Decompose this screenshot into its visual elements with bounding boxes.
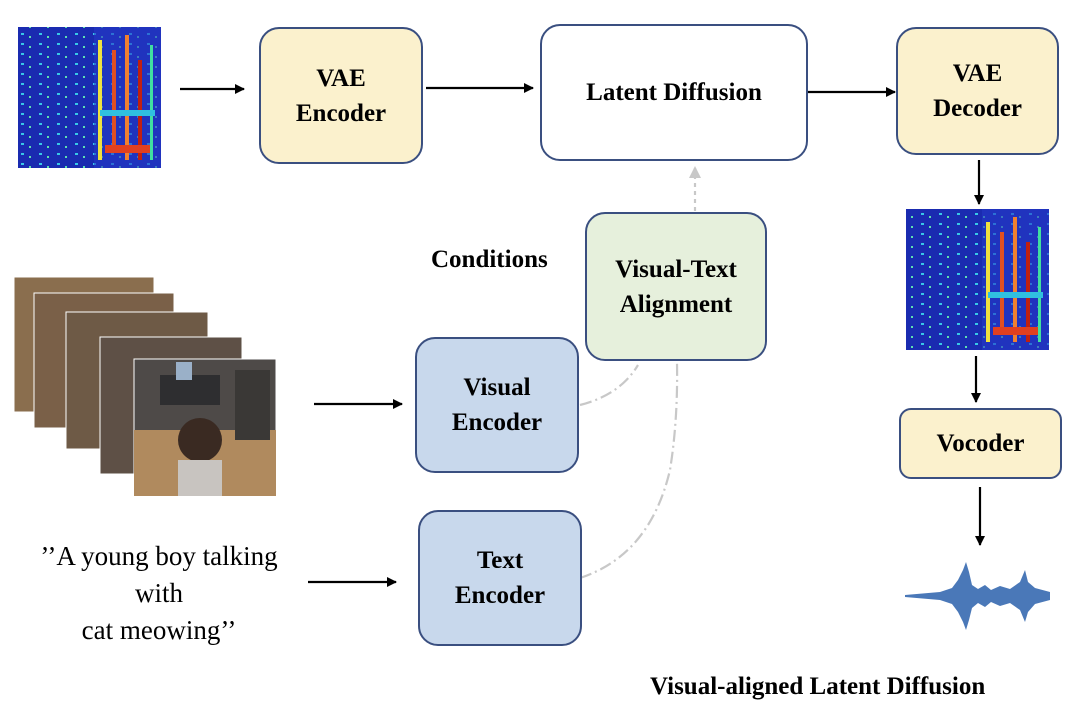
visual-encoder-label: Visual Encoder xyxy=(451,374,543,436)
latent-diffusion-box: Latent Diffusion xyxy=(540,24,808,161)
figure-title: Visual-aligned Latent Diffusion xyxy=(650,673,986,700)
conditions-label: Conditions xyxy=(431,246,548,273)
visual-encoder-box: Visual Encoder xyxy=(415,337,579,473)
text-encoder-box: Text Encoder xyxy=(418,510,582,646)
vocoder-label: Vocoder xyxy=(936,430,1025,457)
input-spectrogram-image xyxy=(18,27,161,168)
vae-encoder-label: VAE Encoder xyxy=(295,64,387,127)
latent-diffusion-label: Latent Diffusion xyxy=(586,79,762,106)
visual-text-alignment-label: Visual-Text Alignment xyxy=(615,255,737,318)
vae-decoder-box: VAE Decoder xyxy=(896,27,1059,155)
vae-encoder-box: VAE Encoder xyxy=(259,27,423,164)
output-spectrogram-image xyxy=(906,209,1049,350)
caption-input-text: ’’A young boy talking with cat meowing’’ xyxy=(40,541,278,645)
vae-decoder-label: VAE Decoder xyxy=(933,60,1022,122)
connector-text-encoder-to-alignment xyxy=(579,362,679,580)
video-frames-image xyxy=(13,276,277,497)
audio-waveform-image xyxy=(905,562,1050,630)
vocoder-box: Vocoder xyxy=(899,408,1062,479)
visual-text-alignment-box: Visual-Text Alignment xyxy=(585,212,767,361)
text-encoder-label: Text Encoder xyxy=(454,547,546,609)
connector-visual-encoder-to-alignment xyxy=(579,364,639,407)
